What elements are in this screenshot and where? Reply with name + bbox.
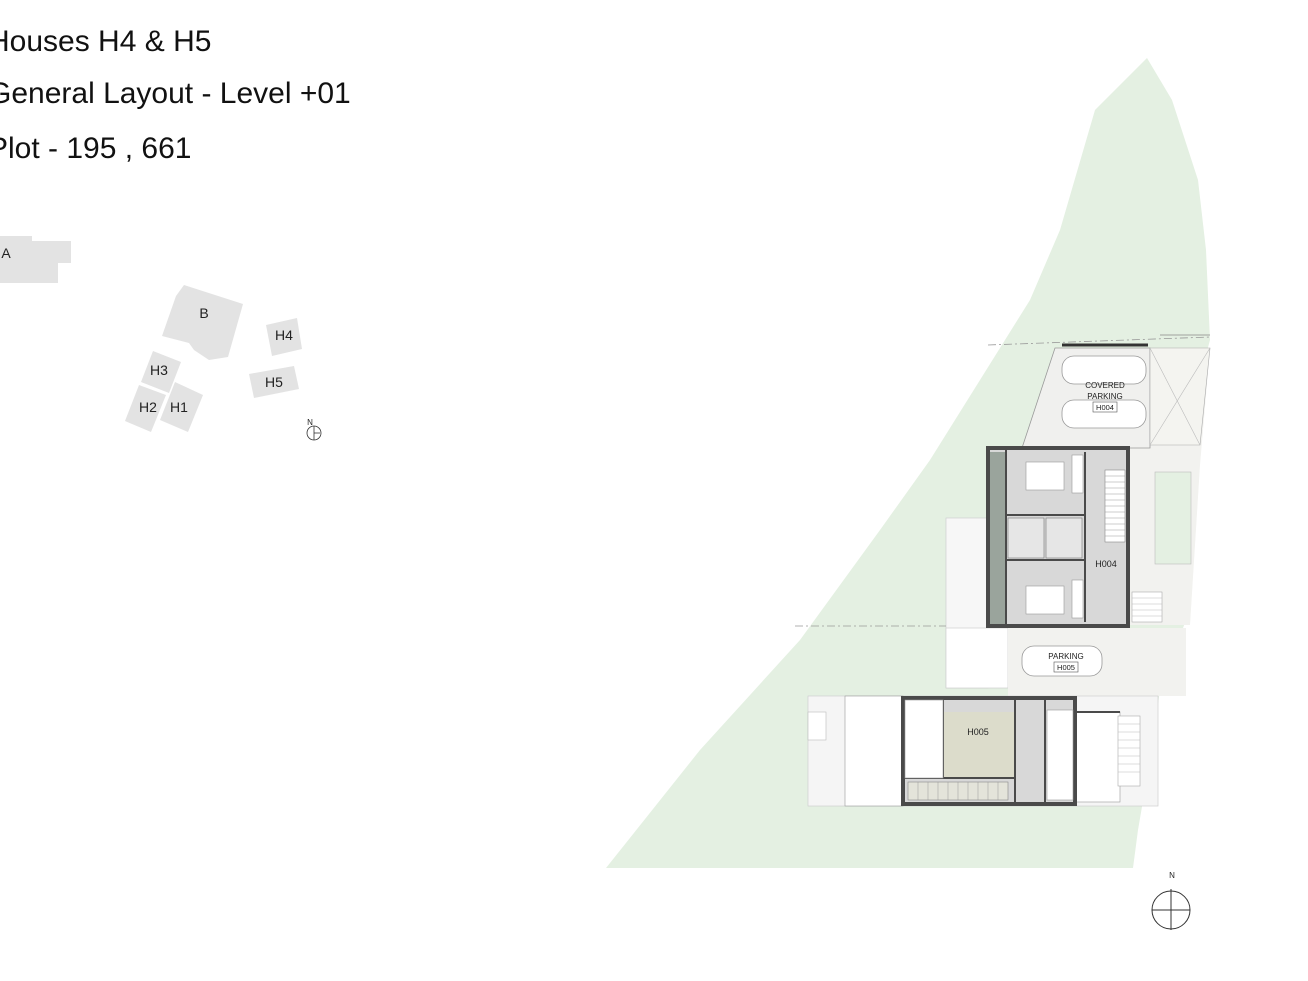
keyplan-building-h4: H4 [266, 318, 302, 356]
keyplan-north-label: N [307, 418, 313, 427]
keyplan-building-h1: H1 [160, 382, 203, 432]
covered-parking-label-2: PARKING [1087, 392, 1122, 401]
site-plan: COVERED PARKING H004 [606, 58, 1211, 930]
house-h005-label: H005 [967, 727, 989, 737]
glazed-facade [990, 452, 1006, 624]
drawing-subtitle: General Layout - Level +01 [0, 77, 351, 110]
keyplan-building-h5: H5 [249, 366, 299, 398]
covered-parking-unit: H004 [1096, 403, 1114, 412]
plot-reference: Plot - 195 , 661 [0, 132, 192, 165]
house-h004-label: H004 [1095, 559, 1117, 569]
keyplan-label-h4: H4 [275, 327, 293, 343]
paving-left-lower [945, 627, 1009, 689]
drawing-title: Houses H4 & H5 [0, 25, 212, 58]
house-h005: H005 [844, 695, 1121, 807]
keyplan-label-h1: H1 [170, 399, 188, 415]
parking-unit: H005 [1057, 663, 1075, 672]
covered-parking-label-1: COVERED [1085, 381, 1125, 390]
car-icon [1061, 399, 1147, 429]
keyplan-label-h5: H5 [265, 374, 283, 390]
open-parking: PARKING H005 [1021, 645, 1103, 677]
keyplan-label-h2: H2 [139, 399, 157, 415]
living-room [943, 712, 1015, 778]
car-icon [1021, 645, 1103, 677]
parking-label: PARKING [1048, 652, 1083, 661]
keyplan-label-h3: H3 [150, 362, 168, 378]
exterior-steps [1131, 591, 1163, 623]
bed-icon [1025, 585, 1065, 615]
bed-icon [1025, 461, 1065, 491]
keyplan-label-b: B [199, 305, 208, 321]
house-h004: H004 [986, 446, 1130, 628]
key-plan: A B H4 H3 H5 H2 H1 N [0, 236, 322, 441]
keyplan-building-h2: H2 [125, 385, 166, 432]
keyplan-building-b: B [162, 285, 243, 360]
staircase [1104, 469, 1126, 543]
keyplan-building-a: A [0, 236, 71, 283]
covered-parking: COVERED PARKING H004 [1021, 343, 1211, 449]
keyplan-label-a: A [1, 245, 11, 261]
keyplan-building-h3: H3 [141, 351, 181, 393]
keyplan-north-arrow: N [306, 418, 322, 441]
site-north-arrow: N [1151, 871, 1191, 930]
site-north-label: N [1169, 871, 1175, 880]
staircase [907, 781, 1009, 801]
car-icon [1061, 355, 1147, 385]
exterior-steps [1117, 715, 1141, 787]
